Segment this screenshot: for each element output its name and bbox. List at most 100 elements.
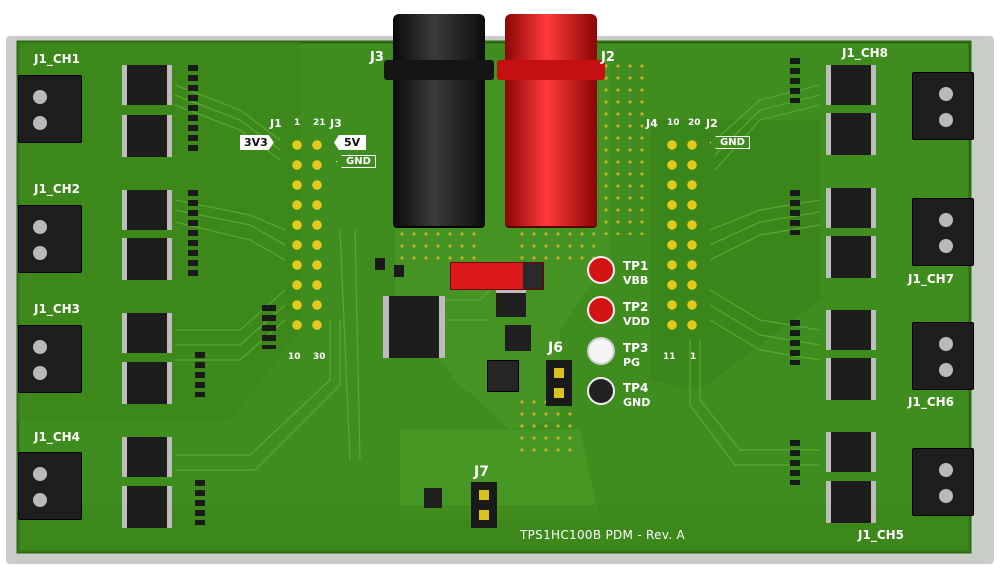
driver-ic	[826, 358, 876, 400]
test-point-tp2[interactable]	[587, 296, 615, 324]
jumper-ref: J6	[548, 340, 563, 356]
passive-components	[195, 352, 205, 397]
header-ref: J3	[330, 117, 342, 130]
jumper-j6[interactable]	[546, 360, 572, 406]
driver-ic	[826, 65, 876, 105]
channel-label: J1_CH5	[858, 528, 905, 542]
channel-connector-right-7	[912, 198, 974, 266]
rail-tag-gnd: GND	[336, 155, 376, 168]
jack-black	[393, 14, 485, 226]
header-pin-label: 20	[688, 118, 701, 128]
channel-connector-right-8	[912, 72, 974, 140]
header-pin-label: 1	[690, 352, 697, 362]
driver-ic	[826, 432, 876, 472]
jumper-j7[interactable]	[471, 482, 497, 528]
test-point-ref: TP3	[623, 341, 649, 355]
header-ref: J2	[706, 117, 718, 130]
channel-label: J1_CH3	[34, 302, 81, 316]
jack-black-collar	[384, 60, 494, 80]
power-switch[interactable]	[450, 262, 544, 290]
screw-terminal	[33, 366, 47, 380]
driver-ic	[826, 188, 876, 228]
jumper-pin	[479, 490, 489, 500]
screw-terminal	[33, 340, 47, 354]
capacitor	[375, 258, 385, 270]
rail-tag-3v3: 3V3	[240, 135, 274, 150]
jumper-pin	[479, 510, 489, 520]
test-point-tp4[interactable]	[587, 377, 615, 405]
passive-components	[790, 320, 800, 365]
ground-pour-left	[18, 42, 300, 420]
test-point-ref: TP2	[623, 300, 649, 314]
driver-ic	[122, 115, 172, 157]
header-pin-label: 21	[313, 118, 326, 128]
screw-terminal	[939, 337, 953, 351]
driver-ic	[122, 313, 172, 353]
via-field-right-jack	[596, 60, 646, 235]
transistor	[424, 488, 442, 508]
jack-red-collar	[497, 60, 605, 80]
screw-terminal	[939, 463, 953, 477]
switch-slider[interactable]	[523, 263, 543, 289]
channel-label: J1_CH8	[842, 46, 889, 60]
via-field-left-jack	[400, 225, 480, 265]
channel-connector-right-5	[912, 448, 974, 516]
header-ref: J1	[270, 117, 282, 130]
header-left-pins	[287, 135, 327, 340]
header-pin-label: 10	[288, 352, 301, 362]
driver-ic	[826, 236, 876, 278]
jack-ref: J3	[370, 50, 384, 65]
driver-ic	[122, 437, 172, 477]
screw-terminal	[939, 363, 953, 377]
transistor	[505, 325, 531, 351]
screw-terminal	[939, 87, 953, 101]
screw-terminal	[33, 116, 47, 130]
test-point-net: VDD	[623, 315, 650, 328]
via-field-bottom	[520, 400, 580, 460]
test-point-net: GND	[623, 396, 651, 409]
screw-terminal	[939, 489, 953, 503]
test-point-ref: TP4	[623, 381, 649, 395]
driver-ic	[122, 190, 172, 230]
driver-ic	[122, 362, 172, 404]
screw-terminal	[939, 239, 953, 253]
channel-label: J1_CH7	[908, 272, 955, 286]
channel-connector-left-1	[18, 75, 82, 143]
pcb-traces	[174, 84, 821, 471]
screw-terminal	[33, 493, 47, 507]
channel-label: J1_CH4	[34, 430, 81, 444]
driver-ic	[826, 481, 876, 523]
test-point-ref: TP1	[623, 259, 649, 273]
test-point-tp3[interactable]	[587, 337, 615, 365]
jumper-pin	[554, 388, 564, 398]
header-pin-label: 10	[667, 118, 680, 128]
capacitor	[394, 265, 404, 277]
diode	[487, 360, 519, 392]
jack-ref: J2	[601, 50, 615, 65]
via-field-center	[515, 225, 595, 260]
board-title: TPS1HC100B PDM - Rev. A	[520, 528, 686, 542]
passive-components	[790, 440, 800, 485]
test-point-tp1[interactable]	[587, 256, 615, 284]
header-pin-label: 11	[663, 352, 676, 362]
rail-tag-5v: 5V	[334, 135, 367, 150]
channel-label: J1_CH1	[34, 52, 81, 66]
jack-red	[505, 14, 597, 226]
test-point-net: PG	[623, 356, 641, 369]
jumper-pin	[554, 368, 564, 378]
resistor	[262, 305, 276, 349]
controller-ic	[383, 296, 445, 358]
screw-terminal	[33, 467, 47, 481]
passive-components	[790, 58, 800, 103]
passive-components	[790, 190, 800, 235]
jumper-ref: J7	[474, 464, 489, 480]
screw-terminal	[33, 90, 47, 104]
channel-label: J1_CH2	[34, 182, 81, 196]
driver-ic	[122, 238, 172, 280]
driver-ic	[122, 65, 172, 105]
header-pin-label: 30	[313, 352, 326, 362]
rail-tag-gnd: GND	[710, 136, 750, 149]
screw-terminal	[939, 213, 953, 227]
channel-label: J1_CH6	[908, 395, 955, 409]
